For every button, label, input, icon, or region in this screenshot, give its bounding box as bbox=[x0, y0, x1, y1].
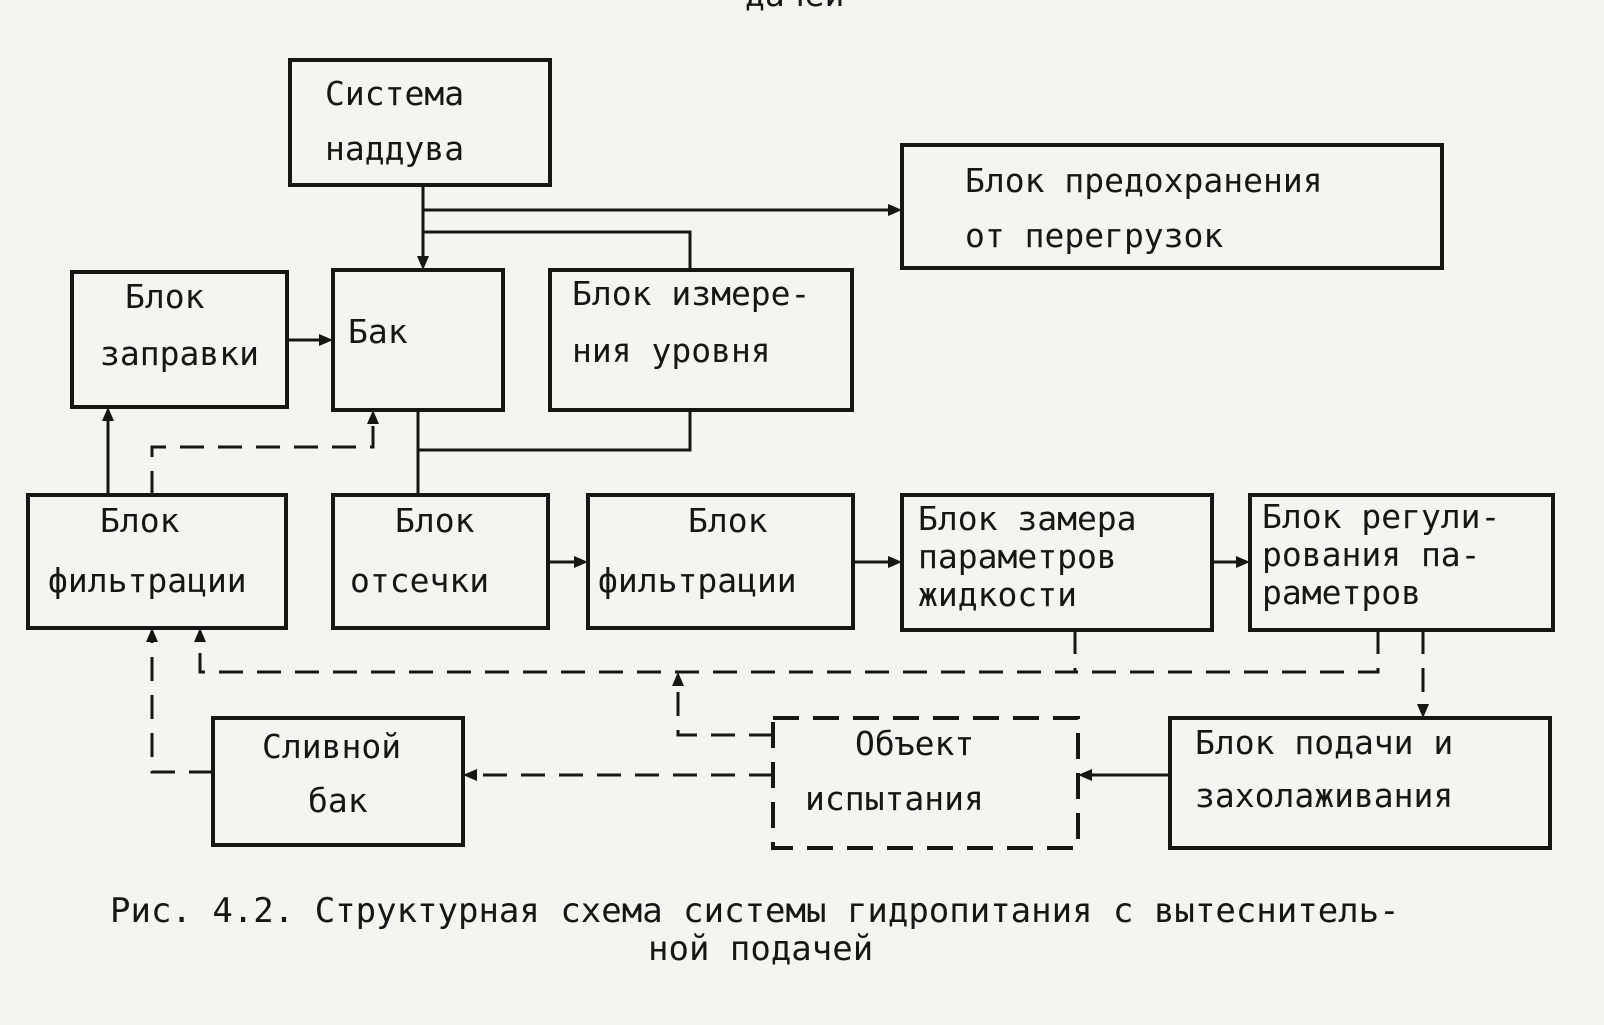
block-drain-tank-line2: бак bbox=[308, 781, 368, 820]
caption-line2: ной подачей bbox=[648, 929, 873, 969]
block-drain-tank-line1: Сливной bbox=[262, 727, 401, 766]
block-pressurization-line1: Система bbox=[325, 74, 464, 113]
block-param-regulation: Блок регули- рования па- раметров bbox=[1248, 493, 1555, 632]
block-filling: Блок заправки bbox=[70, 270, 289, 409]
block-test-object-line2: испытания bbox=[805, 779, 984, 818]
solid-connections bbox=[102, 185, 1250, 781]
block-tank: Бак bbox=[331, 268, 505, 412]
block-supply-cooling-line2: захолаживания bbox=[1195, 776, 1453, 815]
header-fragment: дачей bbox=[745, 0, 844, 14]
block-param-regulation-line1: Блок регули- bbox=[1262, 497, 1500, 536]
block-pressurization: Система наддува bbox=[288, 58, 552, 187]
block-cutoff-line1: Блок bbox=[395, 501, 475, 540]
block-level-measurement: Блок измере- ния уровня bbox=[548, 268, 854, 412]
block-param-regulation-line3: раметров bbox=[1262, 573, 1421, 612]
block-fluid-params-line3: жидкости bbox=[918, 575, 1077, 614]
block-cutoff-line2: отсечки bbox=[350, 561, 489, 600]
block-filling-line1: Блок bbox=[125, 277, 205, 316]
block-test-object: Объект испытания bbox=[771, 716, 1080, 850]
block-overload-protection-line1: Блок предохранения bbox=[965, 161, 1323, 200]
block-fluid-params: Блок замера параметров жидкости bbox=[900, 493, 1214, 632]
block-drain-tank: Сливной бак bbox=[211, 716, 465, 847]
block-fluid-params-line2: параметров bbox=[918, 537, 1117, 576]
block-overload-protection: Блок предохранения от перегрузок bbox=[900, 143, 1444, 270]
block-supply-cooling-line1: Блок подачи и bbox=[1195, 723, 1453, 762]
block-filtration-left-line2: фильтрации bbox=[48, 561, 247, 600]
dashed-connections bbox=[146, 410, 1429, 781]
block-filtration-mid-line1: Блок bbox=[688, 501, 768, 540]
block-supply-cooling: Блок подачи и захолаживания bbox=[1168, 716, 1552, 850]
block-test-object-line1: Объект bbox=[855, 724, 974, 763]
block-overload-protection-line2: от перегрузок bbox=[965, 216, 1223, 255]
block-level-measurement-line1: Блок измере- bbox=[572, 274, 810, 313]
block-fluid-params-line1: Блок замера bbox=[918, 499, 1137, 538]
block-param-regulation-line2: рования па- bbox=[1262, 535, 1481, 574]
block-filling-line2: заправки bbox=[100, 334, 259, 373]
block-tank-line1: Бак bbox=[348, 312, 408, 351]
block-level-measurement-line2: ния уровня bbox=[572, 331, 771, 370]
block-filtration-mid-line2: фильтрации bbox=[598, 561, 797, 600]
block-filtration-mid: Блок фильтрации bbox=[586, 493, 855, 630]
block-filtration-left: Блок фильтрации bbox=[26, 493, 288, 630]
block-cutoff: Блок отсечки bbox=[331, 493, 550, 630]
block-filtration-left-line1: Блок bbox=[100, 501, 180, 540]
caption-line1: Рис. 4.2. Структурная схема системы гидр… bbox=[110, 891, 1400, 931]
block-pressurization-line2: наддува bbox=[325, 129, 464, 168]
